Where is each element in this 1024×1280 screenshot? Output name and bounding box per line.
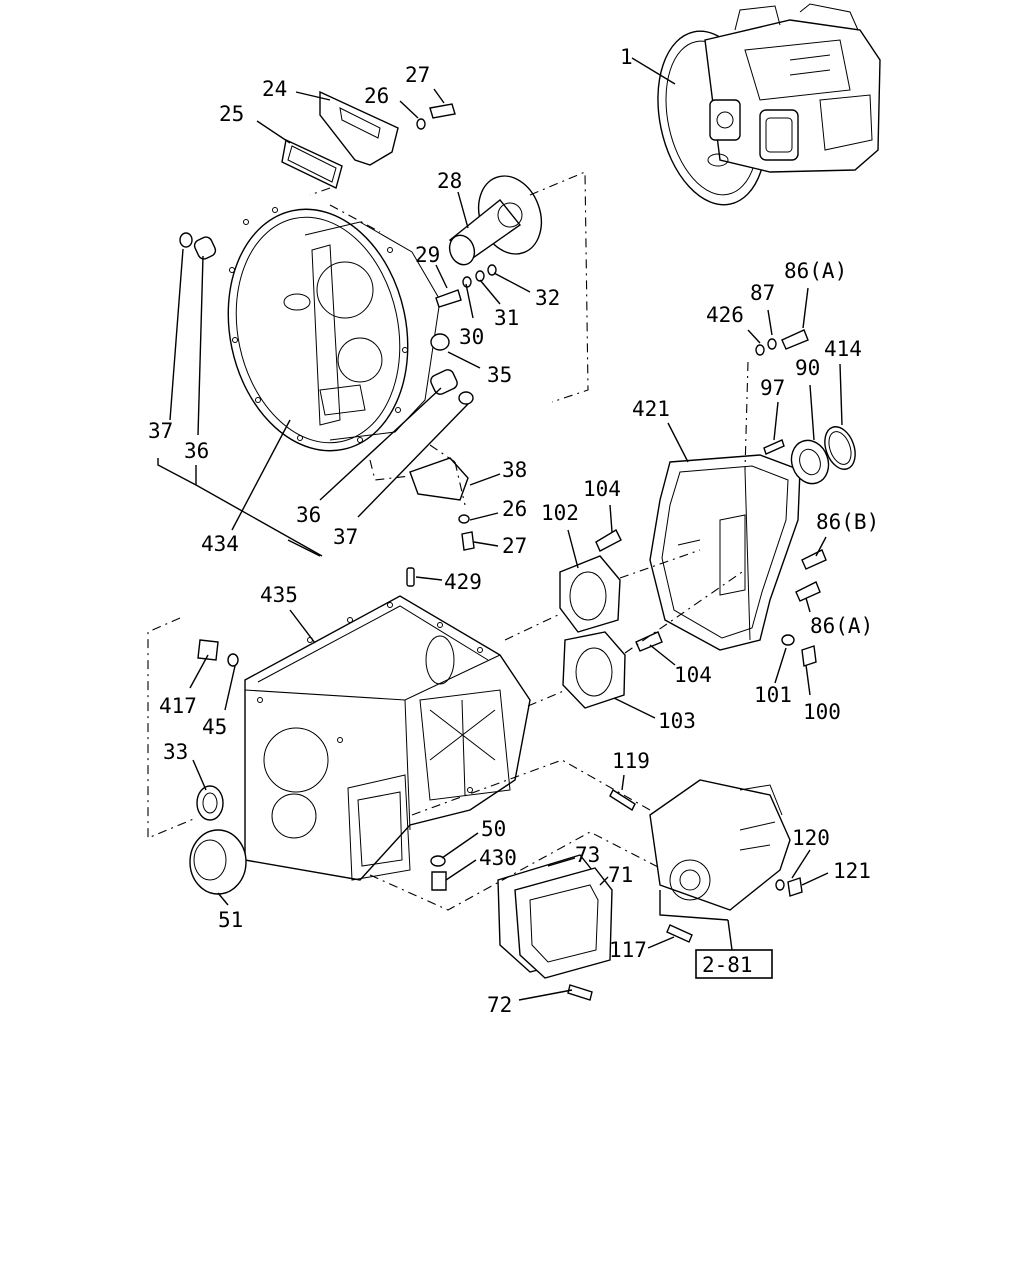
label-part-97: 97: [760, 376, 785, 400]
label-part-25: 25: [219, 102, 244, 126]
label-part-36: 36: [184, 439, 209, 463]
label-part-119: 119: [612, 749, 650, 773]
blanking-cover-illustration: [409, 457, 469, 501]
cover-plate-illustration: [319, 90, 399, 166]
label-part-101: 101: [754, 683, 792, 707]
label-part-120: 120: [792, 826, 830, 850]
label-part-102: 102: [541, 501, 579, 525]
label-part-27: 27: [405, 63, 430, 87]
label-part-27: 27: [502, 534, 527, 558]
label-part-30: 30: [459, 325, 484, 349]
label-part-90: 90: [795, 356, 820, 380]
label-part-72: 72: [487, 993, 512, 1017]
label-part-86a: 86(A): [784, 259, 847, 283]
label-part-37: 37: [333, 525, 358, 549]
fastener-illustrations: [197, 103, 827, 1001]
label-part-430: 430: [479, 846, 517, 870]
label-part-434: 434: [201, 532, 239, 556]
cover-cap-illustration: [189, 785, 247, 895]
label-part-38: 38: [502, 458, 527, 482]
label-part-36: 36: [296, 503, 321, 527]
label-part-426: 426: [706, 303, 744, 327]
label-part-29: 29: [415, 243, 440, 267]
clutch-housing-illustration: [227, 207, 441, 452]
label-part-104: 104: [674, 663, 712, 687]
label-part-32: 32: [535, 286, 560, 310]
transmission-assembly-illustration: [657, 3, 881, 206]
label-part-1: 1: [620, 45, 633, 69]
gasket-illustration: [281, 138, 343, 189]
label-part-28: 28: [437, 169, 462, 193]
label-part-421: 421: [632, 397, 670, 421]
label-part-121: 121: [833, 859, 871, 883]
label-part-103: 103: [658, 709, 696, 733]
reference-label: 2-81: [702, 953, 753, 977]
label-part-31: 31: [494, 306, 519, 330]
label-part-24: 24: [262, 77, 287, 101]
label-part-86b: 86(B): [816, 510, 879, 534]
label-part-417: 417: [159, 694, 197, 718]
leader-lines: [157, 57, 843, 1001]
bearing-retainer-illustration: [448, 175, 543, 266]
pto-unit-illustration: [649, 779, 791, 911]
label-part-104: 104: [583, 477, 621, 501]
label-part-117: 117: [609, 938, 647, 962]
assembly-dashed-lines: [147, 171, 749, 911]
label-part-73: 73: [575, 843, 600, 867]
label-part-33: 33: [163, 740, 188, 764]
oil-seal-illustration: [790, 426, 856, 485]
label-part-26: 26: [502, 497, 527, 521]
label-part-37: 37: [148, 419, 173, 443]
label-part-26: 26: [364, 84, 389, 108]
callout-labels: 1 24 25 26 27 28 29 30 31 32 35 37 36 43…: [148, 45, 879, 1017]
label-part-71: 71: [608, 863, 633, 887]
label-part-414: 414: [824, 337, 862, 361]
extension-housing-illustration: [649, 454, 801, 651]
label-part-86a: 86(A): [810, 614, 873, 638]
transmission-case-illustration: [244, 595, 531, 881]
label-part-45: 45: [202, 715, 227, 739]
label-part-35: 35: [487, 363, 512, 387]
inspection-cover-illustration: [497, 854, 613, 979]
label-part-87: 87: [750, 281, 775, 305]
label-part-435: 435: [260, 583, 298, 607]
bearing-cover-illustration: [559, 555, 626, 709]
label-part-50: 50: [481, 817, 506, 841]
label-part-429: 429: [444, 570, 482, 594]
reference-box: 2-81: [695, 949, 773, 979]
label-part-100: 100: [803, 700, 841, 724]
bushing-illustration: [179, 232, 474, 405]
label-part-51: 51: [218, 908, 243, 932]
